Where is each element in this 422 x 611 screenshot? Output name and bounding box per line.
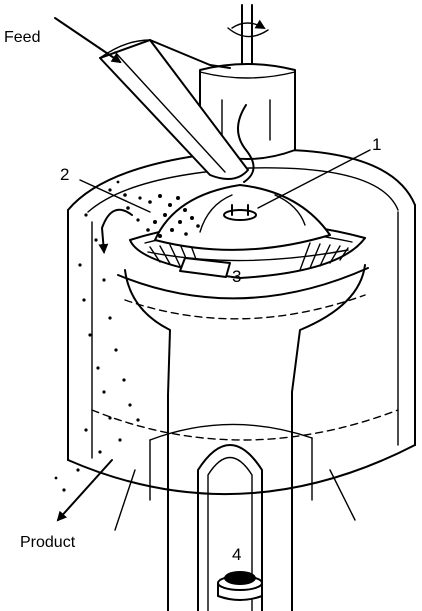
leader-1 [257,149,371,209]
label-1: 1 [372,135,381,154]
feed-arrow [54,17,122,64]
funnel-bowl [117,264,369,396]
particle-spray [54,180,200,492]
feed-rod [237,104,255,183]
spinning-dome-1 [154,184,331,251]
lower-column [149,391,313,611]
flow-arrows [54,17,133,522]
lower-detail [114,469,356,531]
outer-housing [67,148,416,496]
leader-2 [79,179,151,213]
label-product: Product [20,534,76,551]
inner-tube [197,444,263,611]
label-feed: Feed [4,29,40,46]
feed-chute [99,39,249,180]
label-2: 2 [60,165,69,184]
leader-lines [79,149,371,213]
product-arrow [56,459,113,522]
label-3: 3 [232,267,241,286]
crucible-4 [217,571,263,601]
label-4: 4 [232,545,241,564]
spill-arrow [98,208,133,254]
